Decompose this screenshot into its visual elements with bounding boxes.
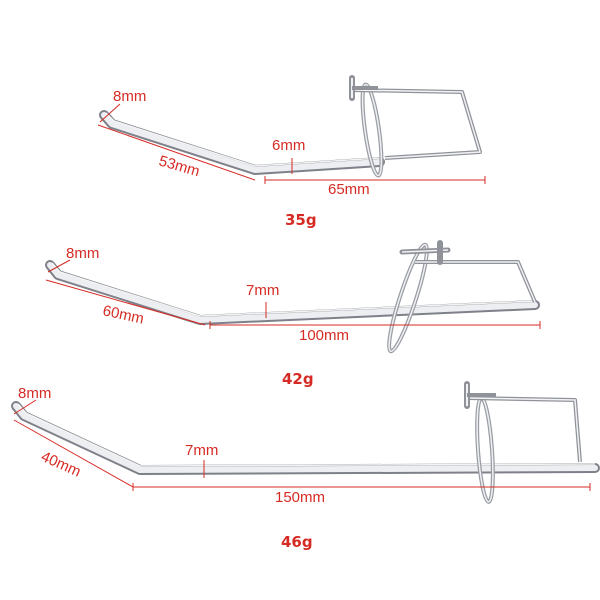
dim-curve-1 (97, 124, 256, 181)
tip-diameter-2: 8mm (66, 245, 99, 262)
shaft-length-2: 100mm (299, 327, 349, 344)
shaft-diameter-3: 7mm (185, 442, 218, 459)
tip-diameter-1: 8mm (113, 88, 146, 105)
curve-length-3: 40mm (38, 448, 83, 480)
sound-item-1: 8mm 53mm 6mm 65mm 35g (97, 75, 486, 229)
frame-2 (415, 260, 537, 303)
curve-length-1: 53mm (157, 153, 202, 181)
rod-3 (13, 403, 598, 473)
dim-tip-1 (99, 103, 121, 123)
dim-shaft-len-1 (264, 176, 486, 184)
rod-2 (47, 262, 538, 323)
weight-3: 46g (281, 533, 313, 551)
dim-tip-3 (13, 399, 37, 415)
shaft-length-1: 65mm (328, 181, 370, 198)
dim-shaft-len-3 (132, 483, 591, 491)
tip-diameter-3: 8mm (18, 385, 51, 402)
weight-2: 42g (282, 370, 314, 388)
dim-tip-2 (47, 259, 71, 273)
sound-item-3: 8mm 40mm 7mm 150mm 46g (11, 381, 600, 551)
shaft-diameter-1: 6mm (272, 137, 305, 154)
dim-shaft-len-2 (209, 321, 541, 329)
sound-item-2: 8mm 60mm 7mm 100mm 42g (45, 240, 541, 388)
dim-curve-2 (45, 279, 206, 326)
dim-curve-3 (13, 419, 134, 488)
shaft-length-3: 150mm (275, 489, 325, 506)
rod-1 (101, 112, 383, 173)
weight-1: 35g (285, 211, 317, 229)
shaft-diameter-2: 7mm (246, 282, 279, 299)
rod-3-shadow (11, 401, 600, 475)
